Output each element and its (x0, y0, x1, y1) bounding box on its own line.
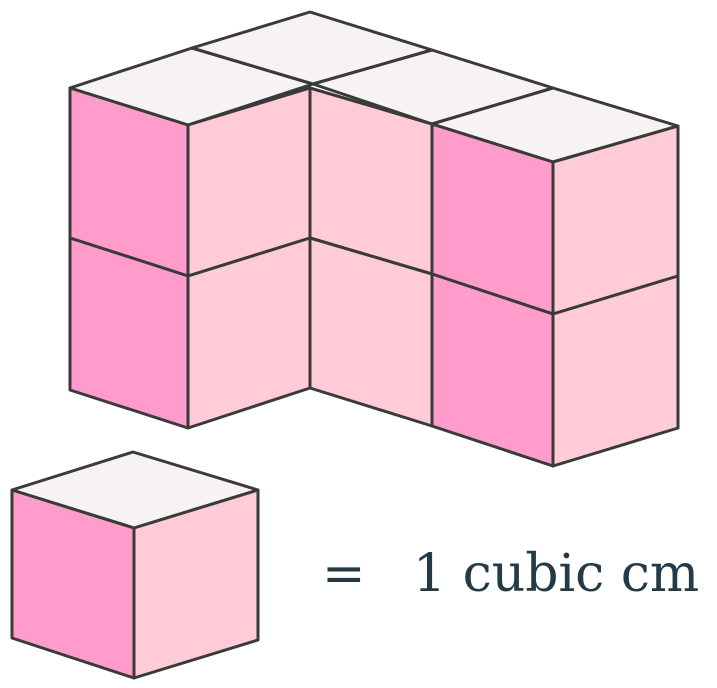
front-right-column (430, 86, 680, 468)
cube-right-face-fr-lower (551, 274, 680, 468)
equals-sign: = (322, 544, 366, 604)
unit-cube-right-face (132, 488, 260, 680)
unit-cube-legend (10, 450, 260, 680)
unit-label: 1 cubic cm (413, 544, 700, 604)
middle-recessed-column (308, 86, 434, 428)
front-left-column (68, 86, 312, 430)
